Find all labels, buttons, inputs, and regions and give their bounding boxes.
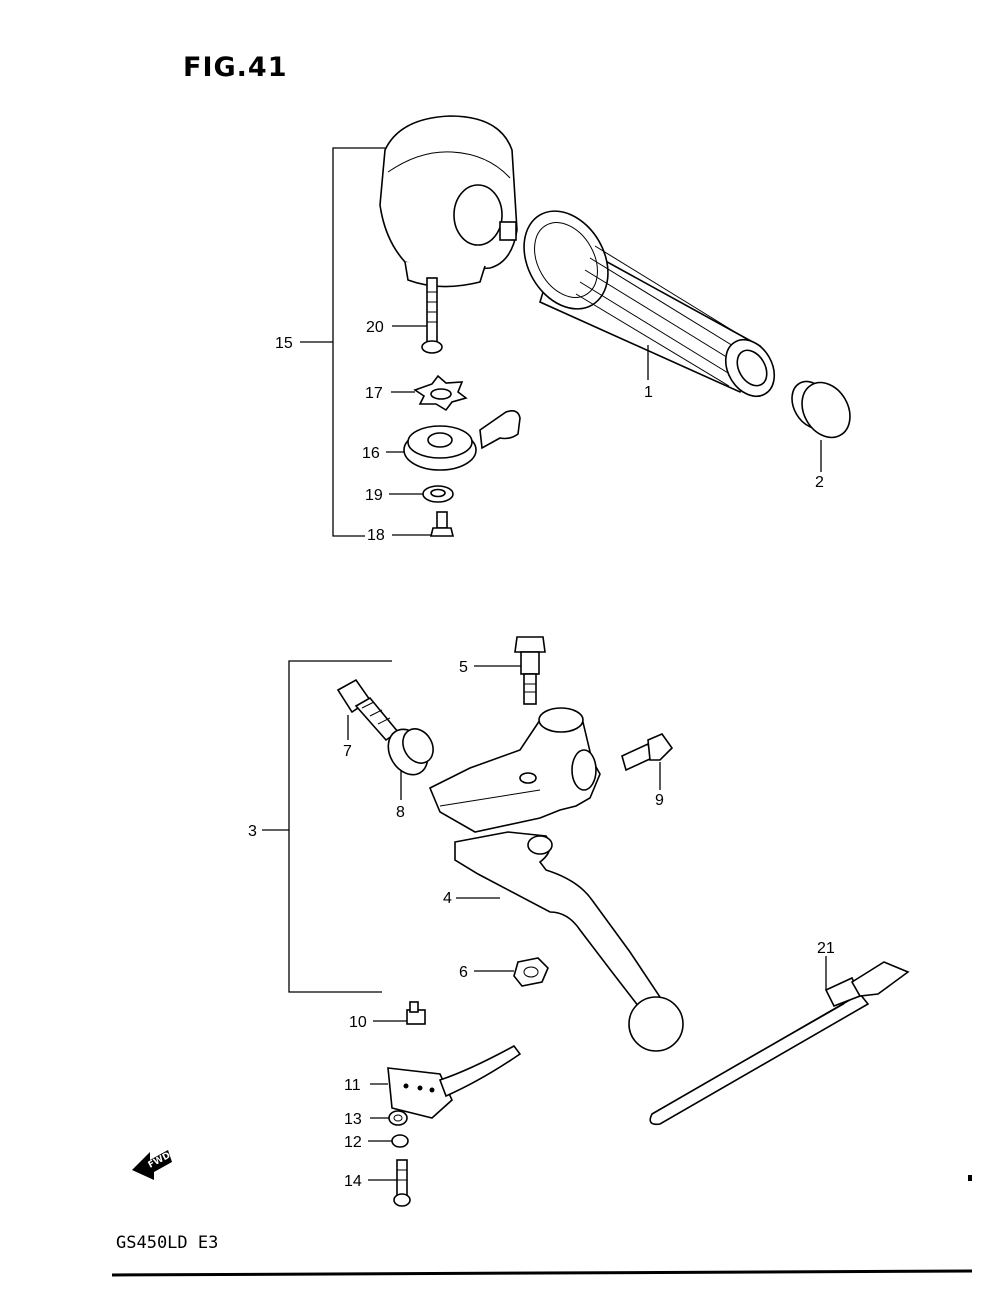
callout-4: 4 xyxy=(443,890,452,907)
screw-14 xyxy=(368,1159,411,1207)
bottom-rule xyxy=(111,1269,973,1277)
callout-2: 2 xyxy=(815,474,824,491)
washer-13 xyxy=(370,1110,408,1126)
bolt-18 xyxy=(392,511,455,537)
bolt-9 xyxy=(621,733,674,790)
callout-7: 7 xyxy=(343,743,352,760)
callout-14: 14 xyxy=(344,1173,362,1190)
switch-housing xyxy=(379,115,518,288)
lever-holder xyxy=(428,707,601,833)
callout-20: 20 xyxy=(366,319,384,336)
callout-19: 19 xyxy=(365,487,383,504)
grip-1 xyxy=(523,210,776,398)
lever-4 xyxy=(454,831,684,1052)
callout-labels: 1 2 3 4 5 6 7 8 9 10 11 12 13 14 15 16 1… xyxy=(248,319,835,1190)
nut-8 xyxy=(387,728,434,800)
bracket-3 xyxy=(262,660,392,993)
callout-17: 17 xyxy=(365,385,383,402)
callout-16: 16 xyxy=(362,445,380,462)
bolt-5 xyxy=(474,636,546,705)
clip-10 xyxy=(373,1001,426,1025)
callout-10: 10 xyxy=(349,1014,367,1031)
endcap-2 xyxy=(791,380,851,472)
callout-21: 21 xyxy=(817,940,835,957)
figure-title: FIG.41 xyxy=(183,52,288,83)
washer-19 xyxy=(389,485,454,503)
lockwasher-17 xyxy=(391,374,468,412)
callout-9: 9 xyxy=(655,792,664,809)
corner-mark xyxy=(968,1175,972,1181)
stopper-16 xyxy=(386,410,521,471)
callout-11: 11 xyxy=(344,1077,361,1094)
callout-18: 18 xyxy=(367,527,385,544)
callout-5: 5 xyxy=(459,659,468,676)
adjuster-7 xyxy=(336,678,400,742)
screw-20 xyxy=(392,277,443,354)
switch-11 xyxy=(370,1044,522,1119)
callout-13: 13 xyxy=(344,1111,362,1128)
lockwasher-12 xyxy=(368,1134,409,1148)
cable-tie-21 xyxy=(649,956,910,1126)
bracket-15 xyxy=(300,147,390,537)
callout-15: 15 xyxy=(275,335,293,352)
callout-1: 1 xyxy=(644,384,653,401)
callout-6: 6 xyxy=(459,964,468,981)
callout-3: 3 xyxy=(248,823,257,840)
callout-12: 12 xyxy=(344,1134,362,1151)
nut-6 xyxy=(474,957,549,987)
model-code: GS450LD E3 xyxy=(116,1233,219,1253)
callout-8: 8 xyxy=(396,804,405,821)
fwd-arrow-icon: FWD xyxy=(132,1150,172,1180)
